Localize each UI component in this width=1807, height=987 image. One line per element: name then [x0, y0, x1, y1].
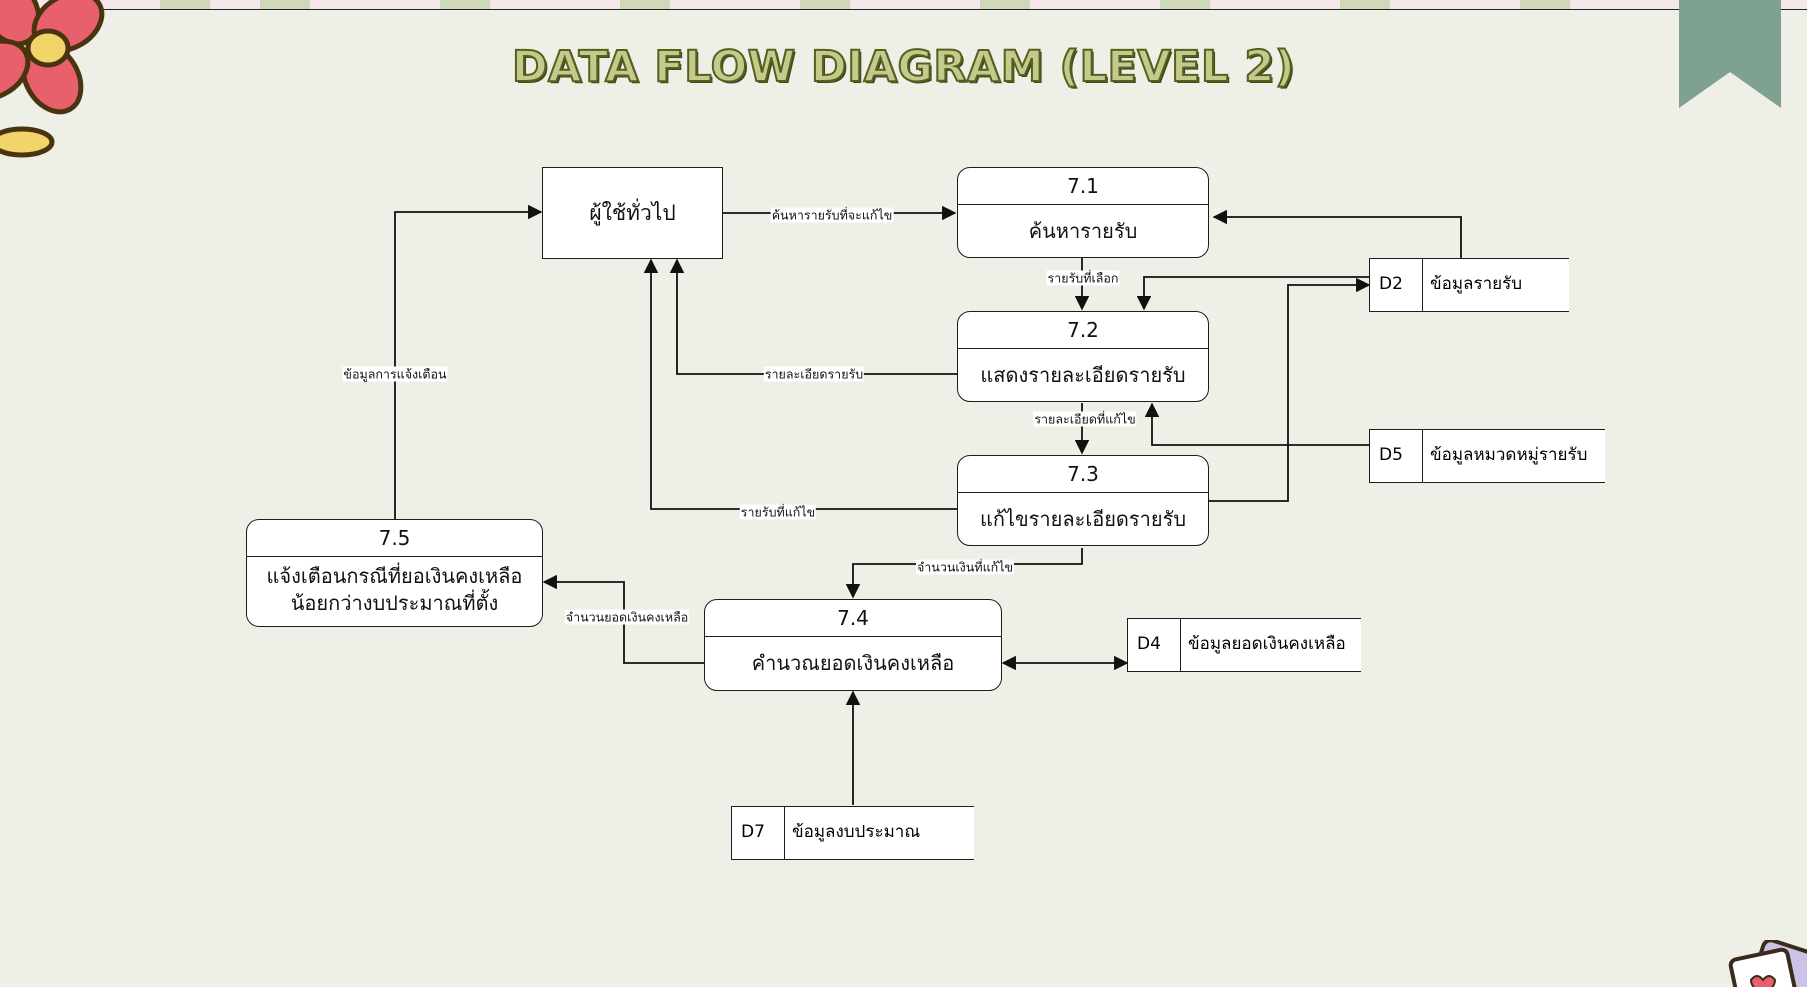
- flow-73-to-d2: [1208, 277, 1371, 502]
- store-name: ข้อมูลงบประมาณ: [792, 822, 921, 842]
- store-name: ข้อมูลยอดเงินคงเหลือ: [1188, 634, 1346, 654]
- flow-label-details: รายละเอียดรายรับ: [763, 366, 865, 382]
- data-store-d4: D4 ข้อมูลยอดเงินคงเหลือ: [1127, 618, 1361, 672]
- flow-label-edited-income: รายรับที่แก้ไข: [739, 504, 817, 520]
- flow-label-alert-info: ข้อมูลการแจ้งเตือน: [342, 366, 448, 382]
- process-number: 7.5: [247, 520, 542, 557]
- store-name: ข้อมูลรายรับ: [1430, 274, 1523, 294]
- store-id: D5: [1370, 430, 1423, 482]
- bookmark-ribbon-icon: [1679, 0, 1781, 108]
- flow-label-balance-amount: จำนวนยอดเงินคงเหลือ: [564, 609, 690, 625]
- process-7-4: 7.4 คำนวณยอดเงินคงเหลือ: [704, 599, 1002, 691]
- process-label: แสดงรายละเอียดรายรับ: [980, 363, 1186, 387]
- entity-label: ผู้ใช้ทั่วไป: [589, 200, 676, 225]
- external-entity-general-user: ผู้ใช้ทั่วไป: [542, 167, 723, 259]
- data-store-d2: D2 ข้อมูลรายรับ: [1369, 258, 1569, 312]
- data-store-d5: D5 ข้อมูลหมวดหมู่รายรับ: [1369, 429, 1605, 483]
- flow-label-edited-amount: จำนวนเงินที่แก้ไข: [915, 559, 1015, 575]
- process-label-line-1: แจ้งเตือนกรณีที่ยอเงินคงเหลือ: [266, 564, 523, 588]
- process-label: ค้นหารายรับ: [1028, 219, 1138, 243]
- flow-d2-to-71: [1212, 209, 1462, 258]
- flow-d5-to-72: [1144, 402, 1369, 446]
- flow-label-edited-details: รายละเอียดที่แก้ไข: [1033, 411, 1137, 427]
- process-number: 7.4: [705, 600, 1001, 637]
- process-label: คำนวณยอดเงินคงเหลือ: [751, 651, 955, 675]
- process-label-line-2: น้อยกว่างบประมาณที่ตั้ง: [290, 591, 499, 615]
- process-number: 7.3: [958, 456, 1208, 493]
- flow-label-search: ค้นหารายรับที่จะแก้ไข: [770, 207, 894, 223]
- flow-alert-info: [394, 204, 543, 519]
- flow-d2-to-72: [1136, 276, 1369, 311]
- store-id: D4: [1128, 619, 1181, 671]
- top-border-strip: [0, 0, 1807, 10]
- process-number: 7.2: [958, 312, 1208, 349]
- process-number: 7.1: [958, 168, 1208, 205]
- heart-card-icon: [1728, 940, 1807, 987]
- process-7-5: 7.5 แจ้งเตือนกรณีที่ยอเงินคงเหลือ น้อยกว…: [246, 519, 543, 627]
- flow-edited-income: [643, 258, 957, 510]
- process-label: แก้ไขรายละเอียดรายรับ: [979, 507, 1187, 531]
- page-title: DATA FLOW DIAGRAM (LEVEL 2): [511, 41, 1296, 93]
- process-7-3: 7.3 แก้ไขรายละเอียดรายรับ: [957, 455, 1209, 546]
- data-store-d7: D7 ข้อมูลงบประมาณ: [731, 806, 974, 860]
- store-id: D7: [732, 807, 785, 859]
- process-7-1: 7.1 ค้นหารายรับ: [957, 167, 1209, 258]
- flow-label-selected: รายรับที่เลือก: [1046, 270, 1120, 286]
- flow-details: [669, 258, 957, 375]
- store-name: ข้อมูลหมวดหมู่รายรับ: [1430, 445, 1588, 465]
- flower-icon: [0, 0, 105, 158]
- store-id: D2: [1370, 259, 1423, 311]
- process-7-2: 7.2 แสดงรายละเอียดรายรับ: [957, 311, 1209, 402]
